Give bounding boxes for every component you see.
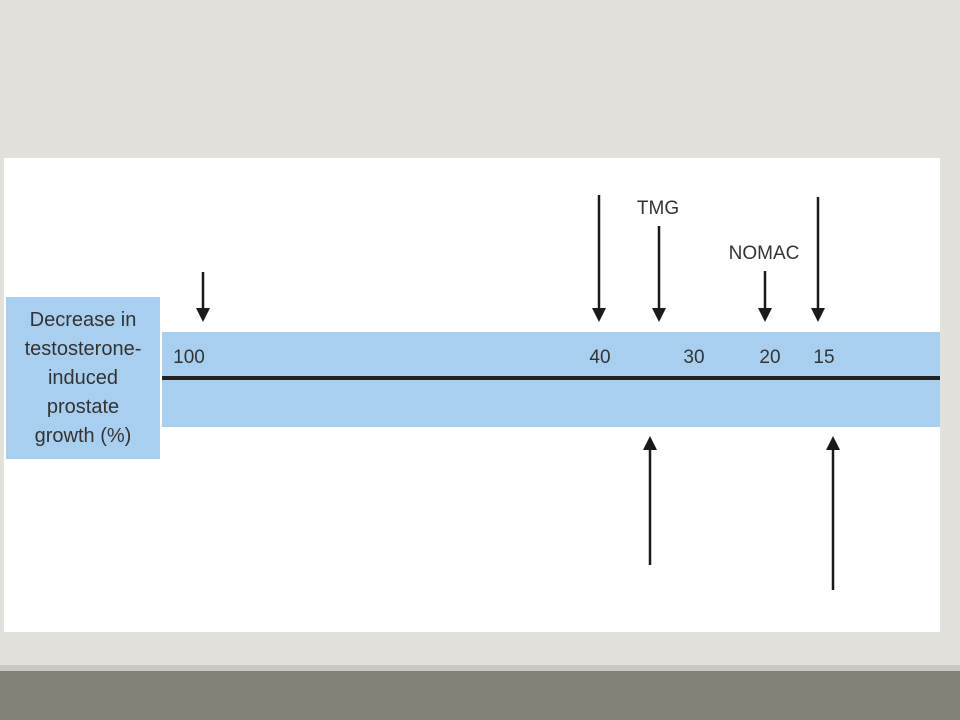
tick-label-100: 100 bbox=[173, 347, 205, 368]
arrow-down-nomac bbox=[758, 271, 772, 322]
tick-label-30: 30 bbox=[683, 347, 705, 368]
arrow-up-right bbox=[826, 436, 840, 590]
arrow-down-tmg bbox=[652, 226, 666, 322]
tick-label-20: 20 bbox=[759, 347, 781, 368]
scale-label-line-5: growth (%) bbox=[34, 424, 132, 447]
scale-label-line-1: Decrease in bbox=[29, 308, 137, 331]
scale-axis-line bbox=[162, 376, 940, 380]
scale-label-line-3: induced bbox=[47, 366, 119, 389]
footer-bar-edge bbox=[0, 665, 960, 671]
tick-label-15: 15 bbox=[813, 347, 835, 368]
arrow-down-100 bbox=[196, 272, 210, 322]
arrow-down-15 bbox=[811, 197, 825, 322]
scale-label-line-4: prostate bbox=[46, 395, 120, 418]
arrow-up-left bbox=[643, 436, 657, 565]
arrow-down-40 bbox=[592, 195, 606, 322]
scale-label-box: Decrease in testosterone- induced prosta… bbox=[6, 297, 160, 459]
drug-label-nomac: NOMAC bbox=[728, 243, 800, 264]
drug-label-tmg: TMG bbox=[636, 198, 680, 219]
scale-label: Decrease in testosterone- induced prosta… bbox=[8, 306, 158, 451]
footer-bar bbox=[0, 665, 960, 720]
tick-label-40: 40 bbox=[589, 347, 611, 368]
scale-label-line-2: testosterone- bbox=[24, 337, 142, 360]
